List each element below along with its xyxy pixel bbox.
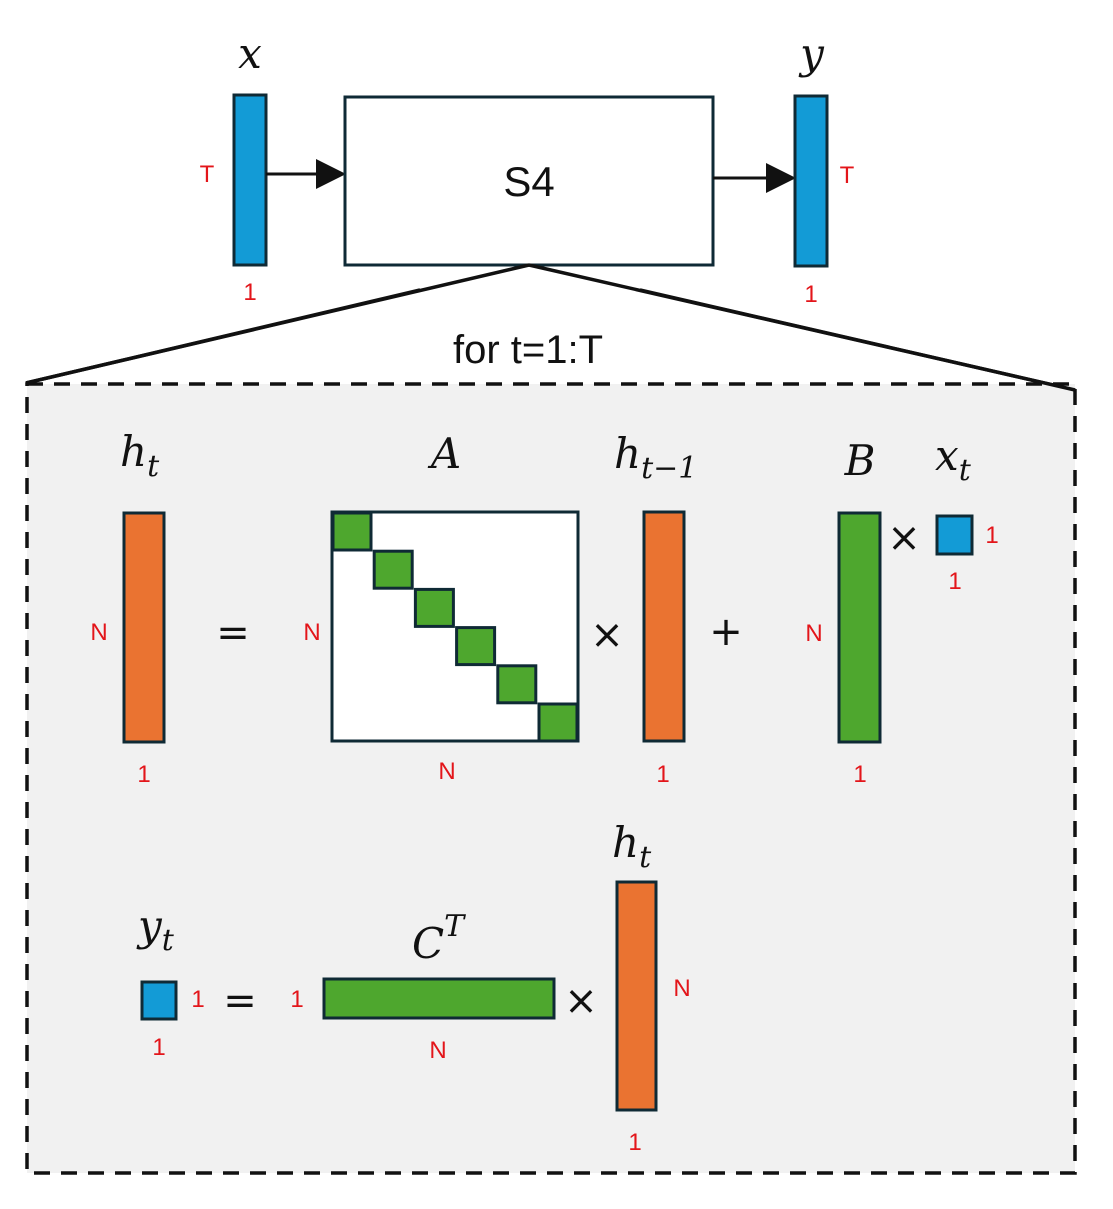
input-x-cols-dim: 1: [243, 279, 256, 306]
eq1-A-label: A: [427, 429, 461, 478]
eq2-C-cols-dim: N: [429, 1037, 446, 1064]
eq1-hprev-base: h: [614, 429, 641, 478]
output-y-vector: [793, 94, 829, 268]
input-x-rows-dim: T: [200, 161, 215, 188]
eq2-yt-rows-dim: 1: [191, 986, 204, 1013]
eq1-ht-vector: [122, 511, 166, 744]
eq1-A-diagonal-block: [496, 664, 538, 705]
eq1-B-label: B: [844, 436, 876, 485]
eq1-ht-cols-dim: 1: [137, 761, 150, 788]
eq2-ht-rows-dim: N: [673, 975, 690, 1002]
output-y-cols-dim: 1: [804, 281, 817, 308]
eq1-A-diagonal-block: [372, 549, 414, 590]
eq2-ht-sub: t: [639, 840, 652, 875]
output-y-label: y: [798, 29, 825, 78]
eq2-C-label: CT: [412, 909, 466, 968]
eq2-equals-sign: =: [223, 978, 257, 1024]
eq1-A-rows-dim: N: [303, 619, 320, 646]
eq1-times-sign-2: ×: [887, 515, 921, 561]
eq1-B-rows-dim: N: [805, 620, 822, 647]
eq2-yt-sub: t: [162, 923, 175, 958]
eq1-ht-base: h: [120, 427, 147, 476]
eq1-xt-base: x: [935, 431, 959, 480]
input-x-vector: [232, 93, 268, 267]
eq1-xt-sub: t: [959, 453, 972, 488]
eq2-yt-scalar: [140, 980, 178, 1021]
output-y-rows-dim: T: [840, 162, 855, 189]
eq1-ht-sub: t: [147, 449, 160, 484]
eq1-hprev-cols-dim: 1: [656, 761, 669, 788]
eq2-ht-vector: [615, 880, 658, 1112]
eq1-times-sign: ×: [590, 612, 624, 658]
eq2-C-sup: T: [444, 909, 466, 944]
eq1-A-diagonal-blocks: [331, 511, 579, 743]
eq1-hprev-label: ht−1: [614, 429, 697, 486]
zoom-line-right-overlay: [639, 288, 1076, 392]
eq1-B-cols-dim: 1: [853, 761, 866, 788]
eq1-A-diagonal-block: [537, 702, 579, 743]
eq1-ht-label: ht: [120, 427, 160, 484]
eq1-A-diagonal-block: [331, 511, 373, 552]
eq1-hprev-vector: [642, 510, 686, 743]
eq1-xt-cols-dim: 1: [948, 568, 961, 595]
input-x-label: x: [238, 29, 262, 78]
eq2-yt-label: yt: [136, 901, 175, 958]
eq1-A-diagonal-block: [455, 626, 497, 667]
eq2-yt-base: y: [136, 901, 163, 950]
eq1-ht-rows-dim: N: [90, 619, 107, 646]
eq2-C-base: C: [412, 919, 444, 968]
eq2-ht-cols-dim: 1: [628, 1129, 641, 1156]
eq1-plus-sign: +: [709, 609, 743, 655]
loop-panel: [25, 382, 1077, 1175]
eq1-hprev-sub: t−1: [641, 451, 697, 486]
eq2-ht-base: h: [612, 818, 639, 867]
eq2-yt-cols-dim: 1: [152, 1034, 165, 1061]
zoom-line-left-overlay: [25, 288, 421, 385]
loop-label: for t=1:T: [453, 328, 603, 372]
eq1-xt-rows-dim: 1: [985, 522, 998, 549]
eq1-A-cols-dim: N: [438, 758, 455, 785]
eq1-xt-label: xt: [935, 431, 972, 488]
eq2-C-vector: [322, 977, 556, 1020]
eq1-equals-sign: =: [216, 610, 250, 656]
eq2-times-sign: ×: [564, 978, 598, 1024]
eq1-A-diagonal-block: [413, 587, 455, 628]
eq2-ht-label: ht: [612, 818, 652, 875]
eq1-xt-scalar: [935, 514, 974, 556]
s4-block-label: S4: [503, 158, 554, 205]
eq1-B-vector: [837, 511, 882, 744]
eq2-C-rows-dim: 1: [290, 986, 303, 1013]
